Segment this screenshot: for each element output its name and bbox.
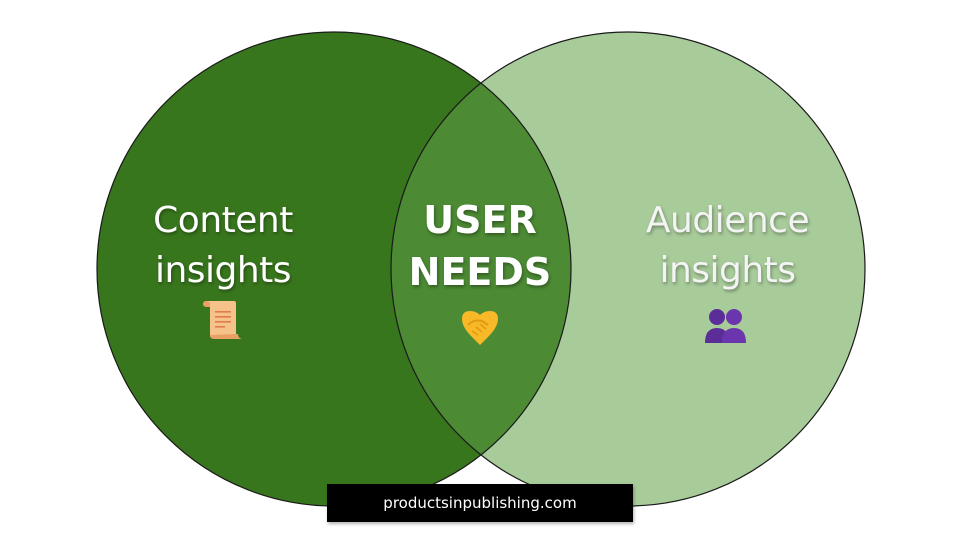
content-insights-label: Content insights bbox=[118, 196, 328, 296]
scroll-icon bbox=[203, 301, 242, 339]
audience-insights-line1: Audience bbox=[645, 200, 810, 241]
user-needs-line1: USER bbox=[423, 198, 537, 242]
audience-insights-label: Audience insights bbox=[620, 196, 835, 296]
user-needs-label: USER NEEDS bbox=[395, 194, 565, 298]
handshake-icon bbox=[462, 311, 498, 345]
audience-insights-line2: insights bbox=[659, 250, 796, 291]
content-insights-line1: Content bbox=[153, 200, 293, 241]
content-insights-line2: insights bbox=[154, 250, 292, 291]
busts-in-silhouette-icon bbox=[705, 309, 746, 343]
overlap-region bbox=[391, 32, 571, 506]
user-needs-line2: NEEDS bbox=[408, 250, 552, 294]
footer-url-banner: productsinpublishing.com bbox=[327, 484, 633, 522]
